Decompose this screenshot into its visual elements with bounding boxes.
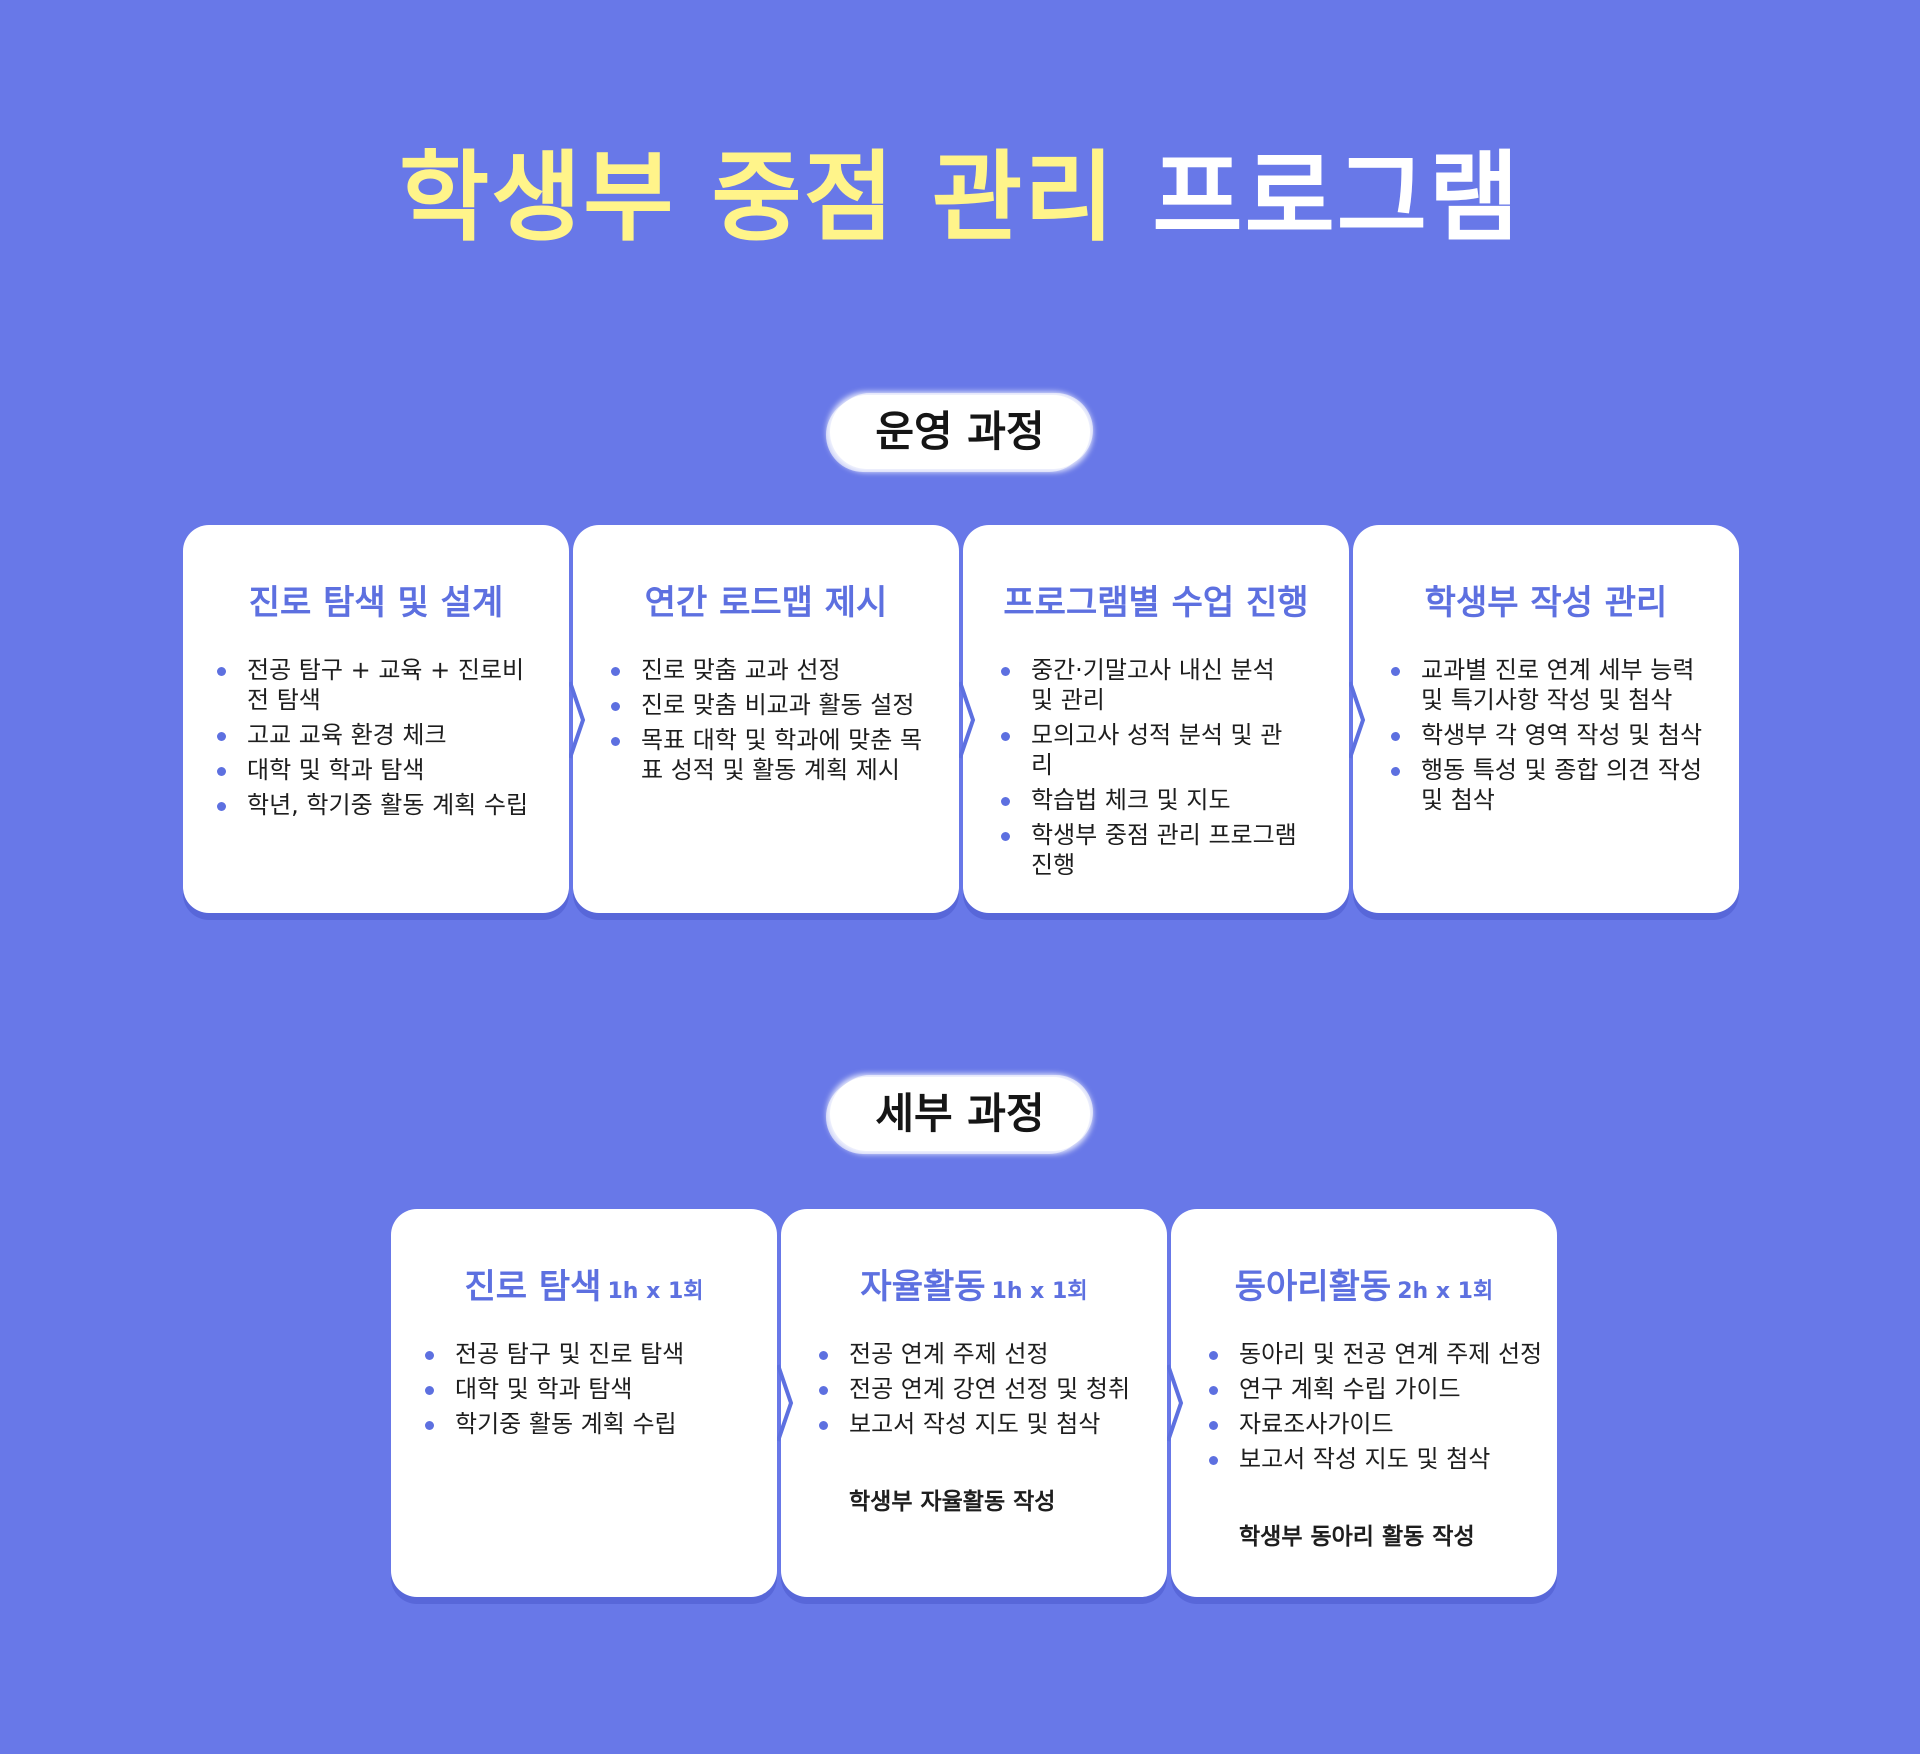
list-item: 학년, 학기중 활동 계획 수립 xyxy=(217,790,537,820)
op-card-list: 교과별 진로 연계 세부 능력 및 특기사항 작성 및 첨삭 학생부 각 영역 … xyxy=(1391,655,1711,820)
page-title: 학생부 중점 관리 프로그램 xyxy=(0,138,1920,258)
chevron-right-icon xyxy=(959,681,976,759)
detail-card-title-text: 진로 탐색 xyxy=(464,1267,602,1307)
list-item: 중간·기말고사 내신 분석 및 관리 xyxy=(1001,655,1301,715)
chevron-right-icon xyxy=(777,1364,794,1442)
list-item: 학생부 중점 관리 프로그램 진행 xyxy=(1001,820,1301,880)
list-item: 학습법 체크 및 지도 xyxy=(1001,785,1301,815)
op-card-list: 진로 맞춤 교과 선정 진로 맞춤 비교과 활동 설정 목표 대학 및 학과에 … xyxy=(611,655,931,790)
list-item: 진로 맞춤 교과 선정 xyxy=(611,655,931,685)
list-item: 연구 계획 수립 가이드 xyxy=(1209,1374,1549,1404)
detail-card-note: 학생부 동아리 활동 작성 xyxy=(1239,1524,1475,1550)
op-card-list: 중간·기말고사 내신 분석 및 관리 모의고사 성적 분석 및 관리 학습법 체… xyxy=(1001,655,1301,885)
title-highlight: 학생부 중점 관리 xyxy=(398,141,1117,255)
detail-card-duration: 1h x 1회 xyxy=(607,1279,704,1304)
list-item: 보고서 작성 지도 및 첨삭 xyxy=(1209,1444,1549,1474)
op-card-title: 학생부 작성 관리 xyxy=(1424,583,1668,623)
chevron-right-icon xyxy=(1349,681,1366,759)
list-item: 전공 탐구 + 교육 + 진로비전 탐색 xyxy=(217,655,537,715)
op-card-title: 프로그램별 수업 진행 xyxy=(1003,583,1309,623)
section-label-detail: 세부 과정 xyxy=(830,1077,1090,1151)
list-item: 학생부 각 영역 작성 및 첨삭 xyxy=(1391,720,1711,750)
list-item: 대학 및 학과 탐색 xyxy=(425,1374,755,1404)
detail-card-note: 학생부 자율활동 작성 xyxy=(849,1489,1056,1515)
list-item: 대학 및 학과 탐색 xyxy=(217,755,537,785)
list-item: 진로 맞춤 비교과 활동 설정 xyxy=(611,690,931,720)
list-item: 학기중 활동 계획 수립 xyxy=(425,1409,755,1439)
list-item: 보고서 작성 지도 및 첨삭 xyxy=(819,1409,1149,1439)
list-item: 목표 대학 및 학과에 맞춘 목표 성적 및 활동 계획 제시 xyxy=(611,725,931,785)
chevron-right-icon xyxy=(569,681,586,759)
list-item: 전공 연계 주제 선정 xyxy=(819,1339,1149,1369)
detail-card-title-text: 동아리활동 xyxy=(1234,1267,1392,1307)
op-card-title: 진로 탐색 및 설계 xyxy=(248,583,504,623)
list-item: 전공 탐구 및 진로 탐색 xyxy=(425,1339,755,1369)
op-card-title: 연간 로드맵 제시 xyxy=(644,583,888,623)
detail-card-list: 전공 탐구 및 진로 탐색 대학 및 학과 탐색 학기중 활동 계획 수립 xyxy=(425,1339,755,1444)
title-rest: 프로그램 xyxy=(1152,141,1522,255)
list-item: 전공 연계 강연 선정 및 청취 xyxy=(819,1374,1149,1404)
chevron-right-icon xyxy=(1167,1364,1184,1442)
op-card-2: 연간 로드맵 제시 진로 맞춤 교과 선정 진로 맞춤 비교과 활동 설정 목표… xyxy=(573,525,959,913)
op-card-list: 전공 탐구 + 교육 + 진로비전 탐색 고교 교육 환경 체크 대학 및 학과… xyxy=(217,655,537,825)
op-card-4: 학생부 작성 관리 교과별 진로 연계 세부 능력 및 특기사항 작성 및 첨삭… xyxy=(1353,525,1739,913)
detail-card-title-text: 자율활동 xyxy=(860,1267,986,1307)
list-item: 행동 특성 및 종합 의견 작성 및 첨삭 xyxy=(1391,755,1711,815)
list-item: 모의고사 성적 분석 및 관리 xyxy=(1001,720,1301,780)
detail-card-duration: 1h x 1회 xyxy=(991,1279,1088,1304)
list-item: 교과별 진로 연계 세부 능력 및 특기사항 작성 및 첨삭 xyxy=(1391,655,1711,715)
section-label-operation: 운영 과정 xyxy=(830,395,1090,469)
list-item: 자료조사가이드 xyxy=(1209,1409,1549,1439)
list-item: 고교 교육 환경 체크 xyxy=(217,720,537,750)
op-card-1: 진로 탐색 및 설계 전공 탐구 + 교육 + 진로비전 탐색 고교 교육 환경… xyxy=(183,525,569,913)
detail-card-list: 동아리 및 전공 연계 주제 선정 연구 계획 수립 가이드 자료조사가이드 보… xyxy=(1209,1339,1549,1479)
detail-card-duration: 2h x 1회 xyxy=(1397,1279,1494,1304)
list-item: 동아리 및 전공 연계 주제 선정 xyxy=(1209,1339,1549,1369)
op-card-3: 프로그램별 수업 진행 중간·기말고사 내신 분석 및 관리 모의고사 성적 분… xyxy=(963,525,1349,913)
detail-card-list: 전공 연계 주제 선정 전공 연계 강연 선정 및 청취 보고서 작성 지도 및… xyxy=(819,1339,1149,1444)
